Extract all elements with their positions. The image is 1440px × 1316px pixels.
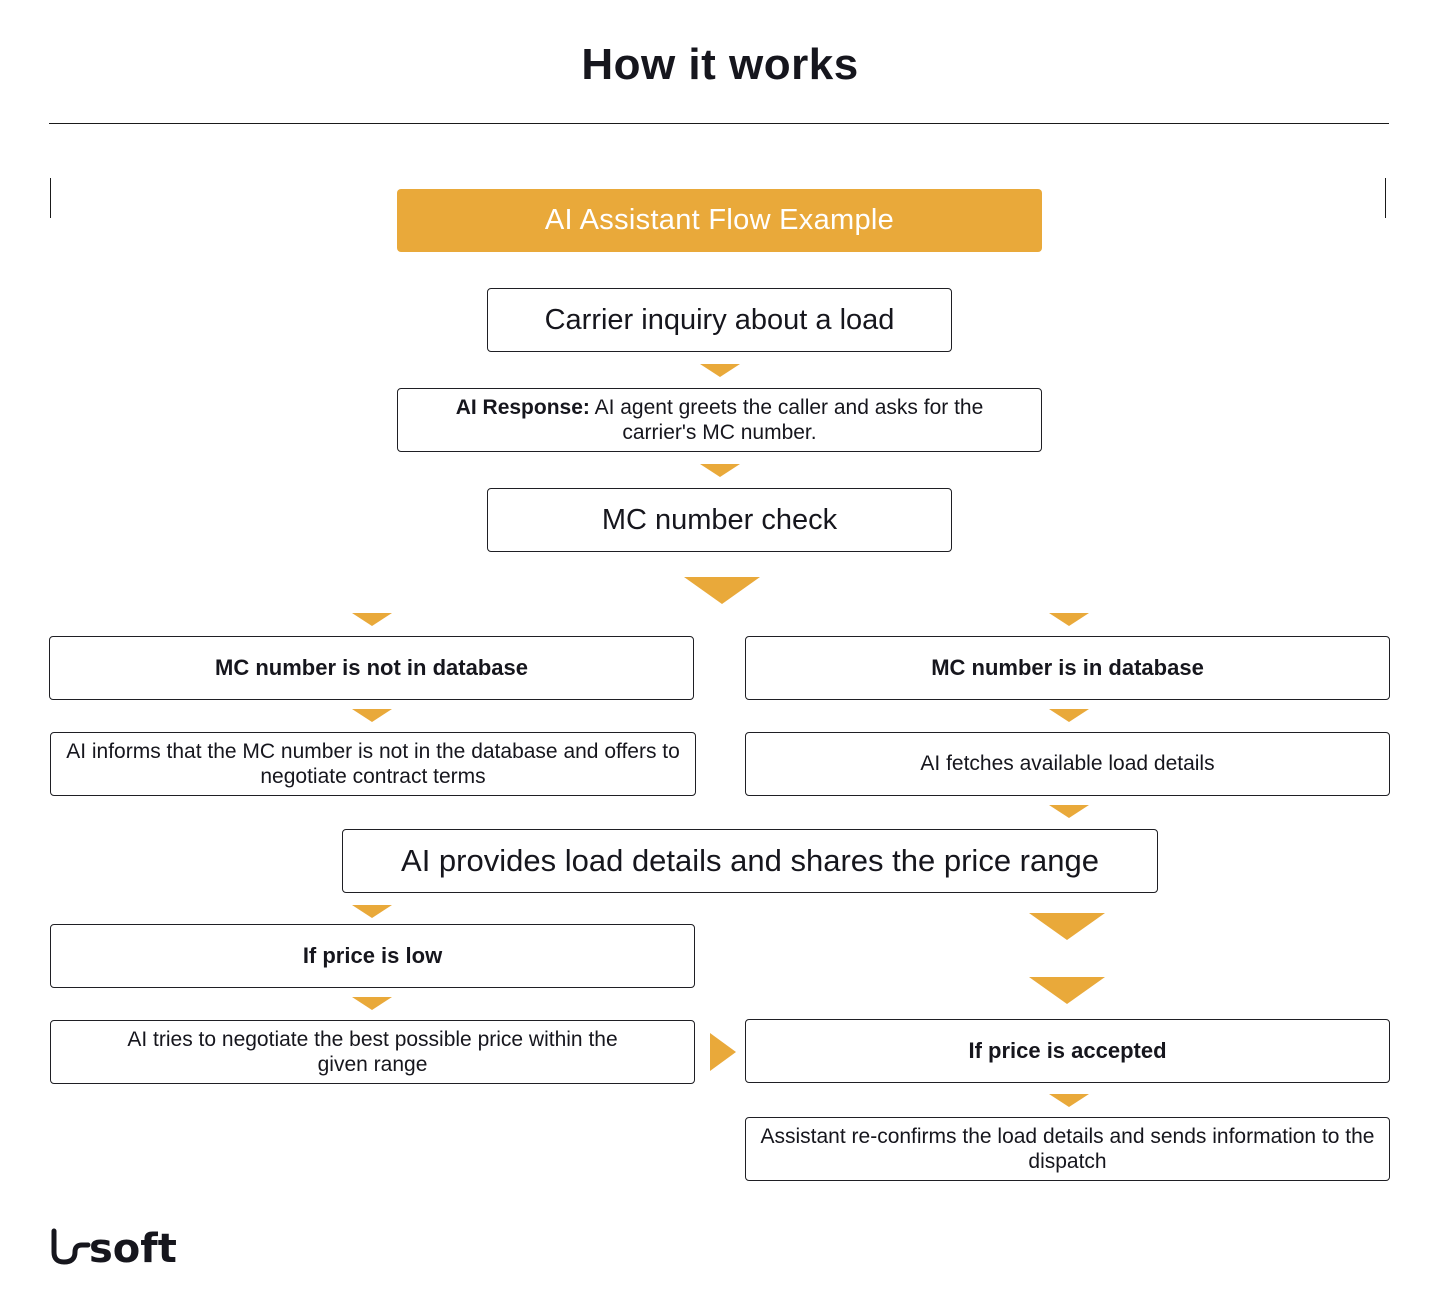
flow-arrow [352,905,392,918]
flow-arrow [352,613,392,626]
flow-arrow [1049,805,1089,818]
branch-arrow [1029,913,1105,940]
fetch-load-details-box: AI fetches available load details [745,732,1390,796]
ai-response-box: AI Response: AI agent greets the caller … [397,388,1042,452]
svg-text:soft: soft [89,1226,177,1270]
reconfirm-box: Assistant re-confirms the load details a… [745,1117,1390,1181]
carrier-inquiry-box: Carrier inquiry about a load [487,288,952,352]
right-arrow [710,1033,736,1071]
branch-arrow [1029,977,1105,1004]
ai-response-label: AI Response: [455,395,590,419]
price-low-box: If price is low [50,924,695,988]
flow-arrow [1049,709,1089,722]
price-accepted-box: If price is accepted [745,1019,1390,1083]
branch-arrow [684,577,760,604]
flow-arrow [700,464,740,477]
flow-banner: AI Assistant Flow Example [397,189,1042,252]
flow-arrow [352,709,392,722]
frame-tick-right [1385,178,1386,218]
flow-arrow [700,364,740,377]
uasoft-logo: soft [51,1226,177,1270]
title-divider [49,123,1389,124]
page-title: How it works [581,40,859,89]
flow-arrow [1049,613,1089,626]
flow-arrow [1049,1094,1089,1107]
frame-tick-left [50,178,51,218]
flow-arrow [352,997,392,1010]
not-in-database-box: MC number is not in database [49,636,694,700]
negotiate-box: AI tries to negotiate the best possible … [50,1020,695,1084]
not-in-database-action-box: AI informs that the MC number is not in … [50,732,696,796]
mc-check-box: MC number check [487,488,952,552]
ai-response-text: AI agent greets the caller and asks for … [589,395,984,444]
in-database-box: MC number is in database [745,636,1390,700]
provides-details-box: AI provides load details and shares the … [342,829,1158,893]
